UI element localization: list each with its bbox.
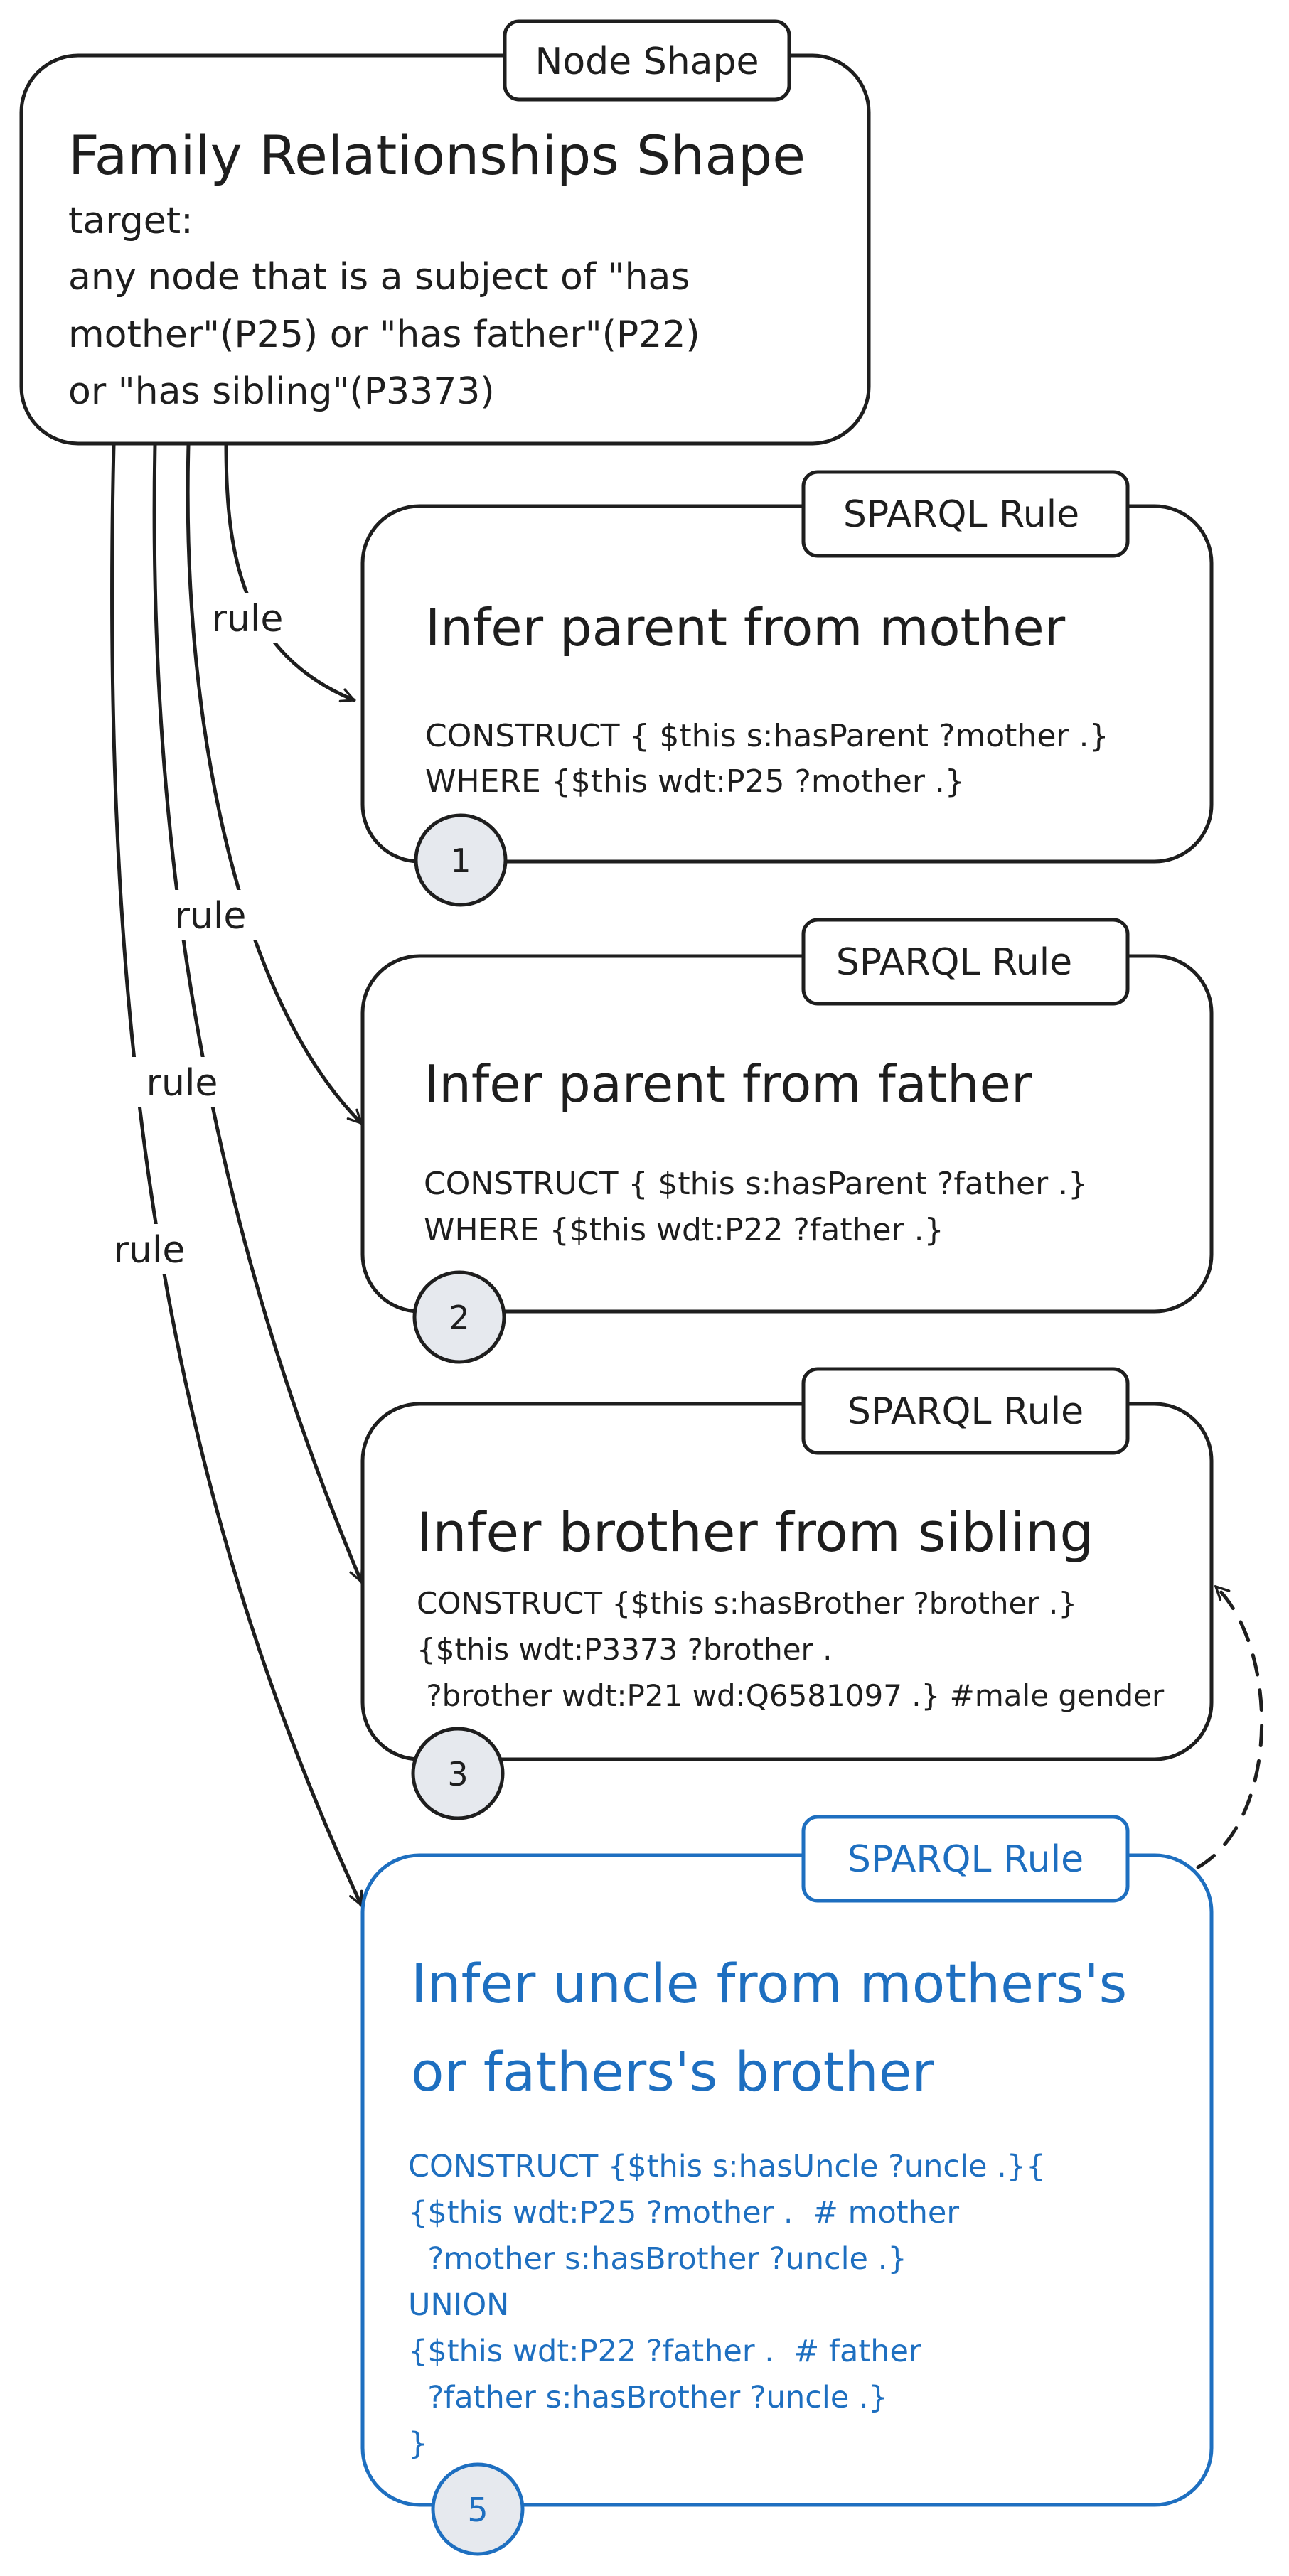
rule-badge	[411, 1727, 505, 1820]
rule-code-line: }	[408, 2426, 427, 2462]
rule-badge	[412, 1270, 506, 1364]
edge-label-rule: rule	[146, 1062, 218, 1105]
rule-tag-box	[801, 1367, 1130, 1455]
rule-edge-2[interactable]	[186, 443, 361, 1123]
rule-code-line: UNION	[408, 2287, 509, 2323]
rule-code-line: ?father s:hasBrother ?uncle .}	[408, 2380, 888, 2415]
rule-title: Infer brother from sibling	[417, 1501, 1094, 1564]
rule-box	[360, 1853, 1214, 2507]
edge-label-rule: rule	[114, 1229, 186, 1272]
rule-box	[360, 1402, 1214, 1761]
rule-badge-number: 3	[447, 1755, 468, 1793]
rule-badge	[414, 813, 508, 907]
rule-tag-box	[801, 1815, 1130, 1903]
rule-tag-box	[801, 470, 1130, 558]
rule-badge	[431, 2462, 525, 2556]
node-shape-line: target:	[68, 200, 193, 242]
rule-code-line: WHERE {$this wdt:P25 ?mother .}	[425, 763, 965, 800]
rule-code-line: WHERE {$this wdt:P22 ?father .}	[424, 1212, 944, 1248]
rule-badge-number: 5	[467, 2491, 488, 2529]
rule-tag: SPARQL Rule	[847, 1838, 1084, 1881]
node-shape[interactable]: Node Shape Family Relationships Shape ta…	[19, 19, 871, 446]
edge-label-rule: rule	[175, 895, 247, 938]
edge-labels: rule rule rule rule	[100, 593, 297, 1274]
rule-node-1[interactable]: SPARQL Rule Infer parent from mother CON…	[360, 470, 1214, 907]
rule-title: Infer uncle from mothers's	[411, 1952, 1127, 2015]
rule-tag: SPARQL Rule	[836, 941, 1072, 984]
rule-code-line: {$this wdt:P25 ?mother . # mother	[408, 2195, 959, 2231]
node-shape-line: or "has sibling"(P3373)	[68, 370, 495, 413]
node-shape-tag: Node Shape	[535, 41, 759, 83]
rule-badge-number: 1	[450, 842, 471, 880]
rule-edge-1[interactable]	[224, 443, 354, 700]
rule-node-3[interactable]: SPARQL Rule Infer brother from sibling C…	[360, 1367, 1214, 1820]
rule-badge-number: 2	[449, 1299, 469, 1337]
rule-code-line: {$this wdt:P22 ?father . # father	[408, 2334, 921, 2369]
rule-code-line: {$this wdt:P3373 ?brother .	[417, 1632, 833, 1667]
rule-box	[360, 504, 1214, 864]
rule-code-line: CONSTRUCT { $this s:hasParent ?mother .}	[425, 718, 1108, 754]
rule-code-line: CONSTRUCT { $this s:hasParent ?father .}	[424, 1166, 1088, 1202]
rule-code-line: CONSTRUCT {$this s:hasUncle ?uncle .}{	[408, 2149, 1046, 2184]
rule-tag: SPARQL Rule	[843, 493, 1079, 536]
rule-edge-4[interactable]	[110, 443, 363, 1905]
rule-tag: SPARQL Rule	[847, 1390, 1084, 1433]
node-shape-line: any node that is a subject of "has	[68, 256, 690, 299]
edge-label-rule: rule	[212, 598, 284, 640]
rule-node-2[interactable]: SPARQL Rule Infer parent from father CON…	[360, 918, 1214, 1364]
rule-tag-box	[801, 918, 1130, 1006]
node-shape-tag-box	[503, 19, 791, 102]
node-shape-box	[19, 53, 871, 446]
rule-title: Infer parent from father	[424, 1054, 1032, 1114]
rule-node-uncle[interactable]: SPARQL Rule Infer uncle from mothers's o…	[360, 1815, 1214, 2556]
node-shape-line: mother"(P25) or "has father"(P22)	[68, 313, 700, 356]
dependency-edge[interactable]	[1196, 1587, 1264, 1869]
rule-code-line: ?mother s:hasBrother ?uncle .}	[408, 2241, 907, 2277]
node-shape-title: Family Relationships Shape	[68, 124, 806, 187]
rule-code-line: ?brother wdt:P21 wd:Q6581097 .} #male ge…	[417, 1678, 1165, 1713]
rule-title: Infer parent from mother	[425, 598, 1066, 658]
rule-code-line: CONSTRUCT {$this s:hasBrother ?brother .…	[417, 1586, 1077, 1621]
rule-box	[360, 954, 1214, 1314]
rule-title: or fathers's brother	[411, 2040, 934, 2103]
